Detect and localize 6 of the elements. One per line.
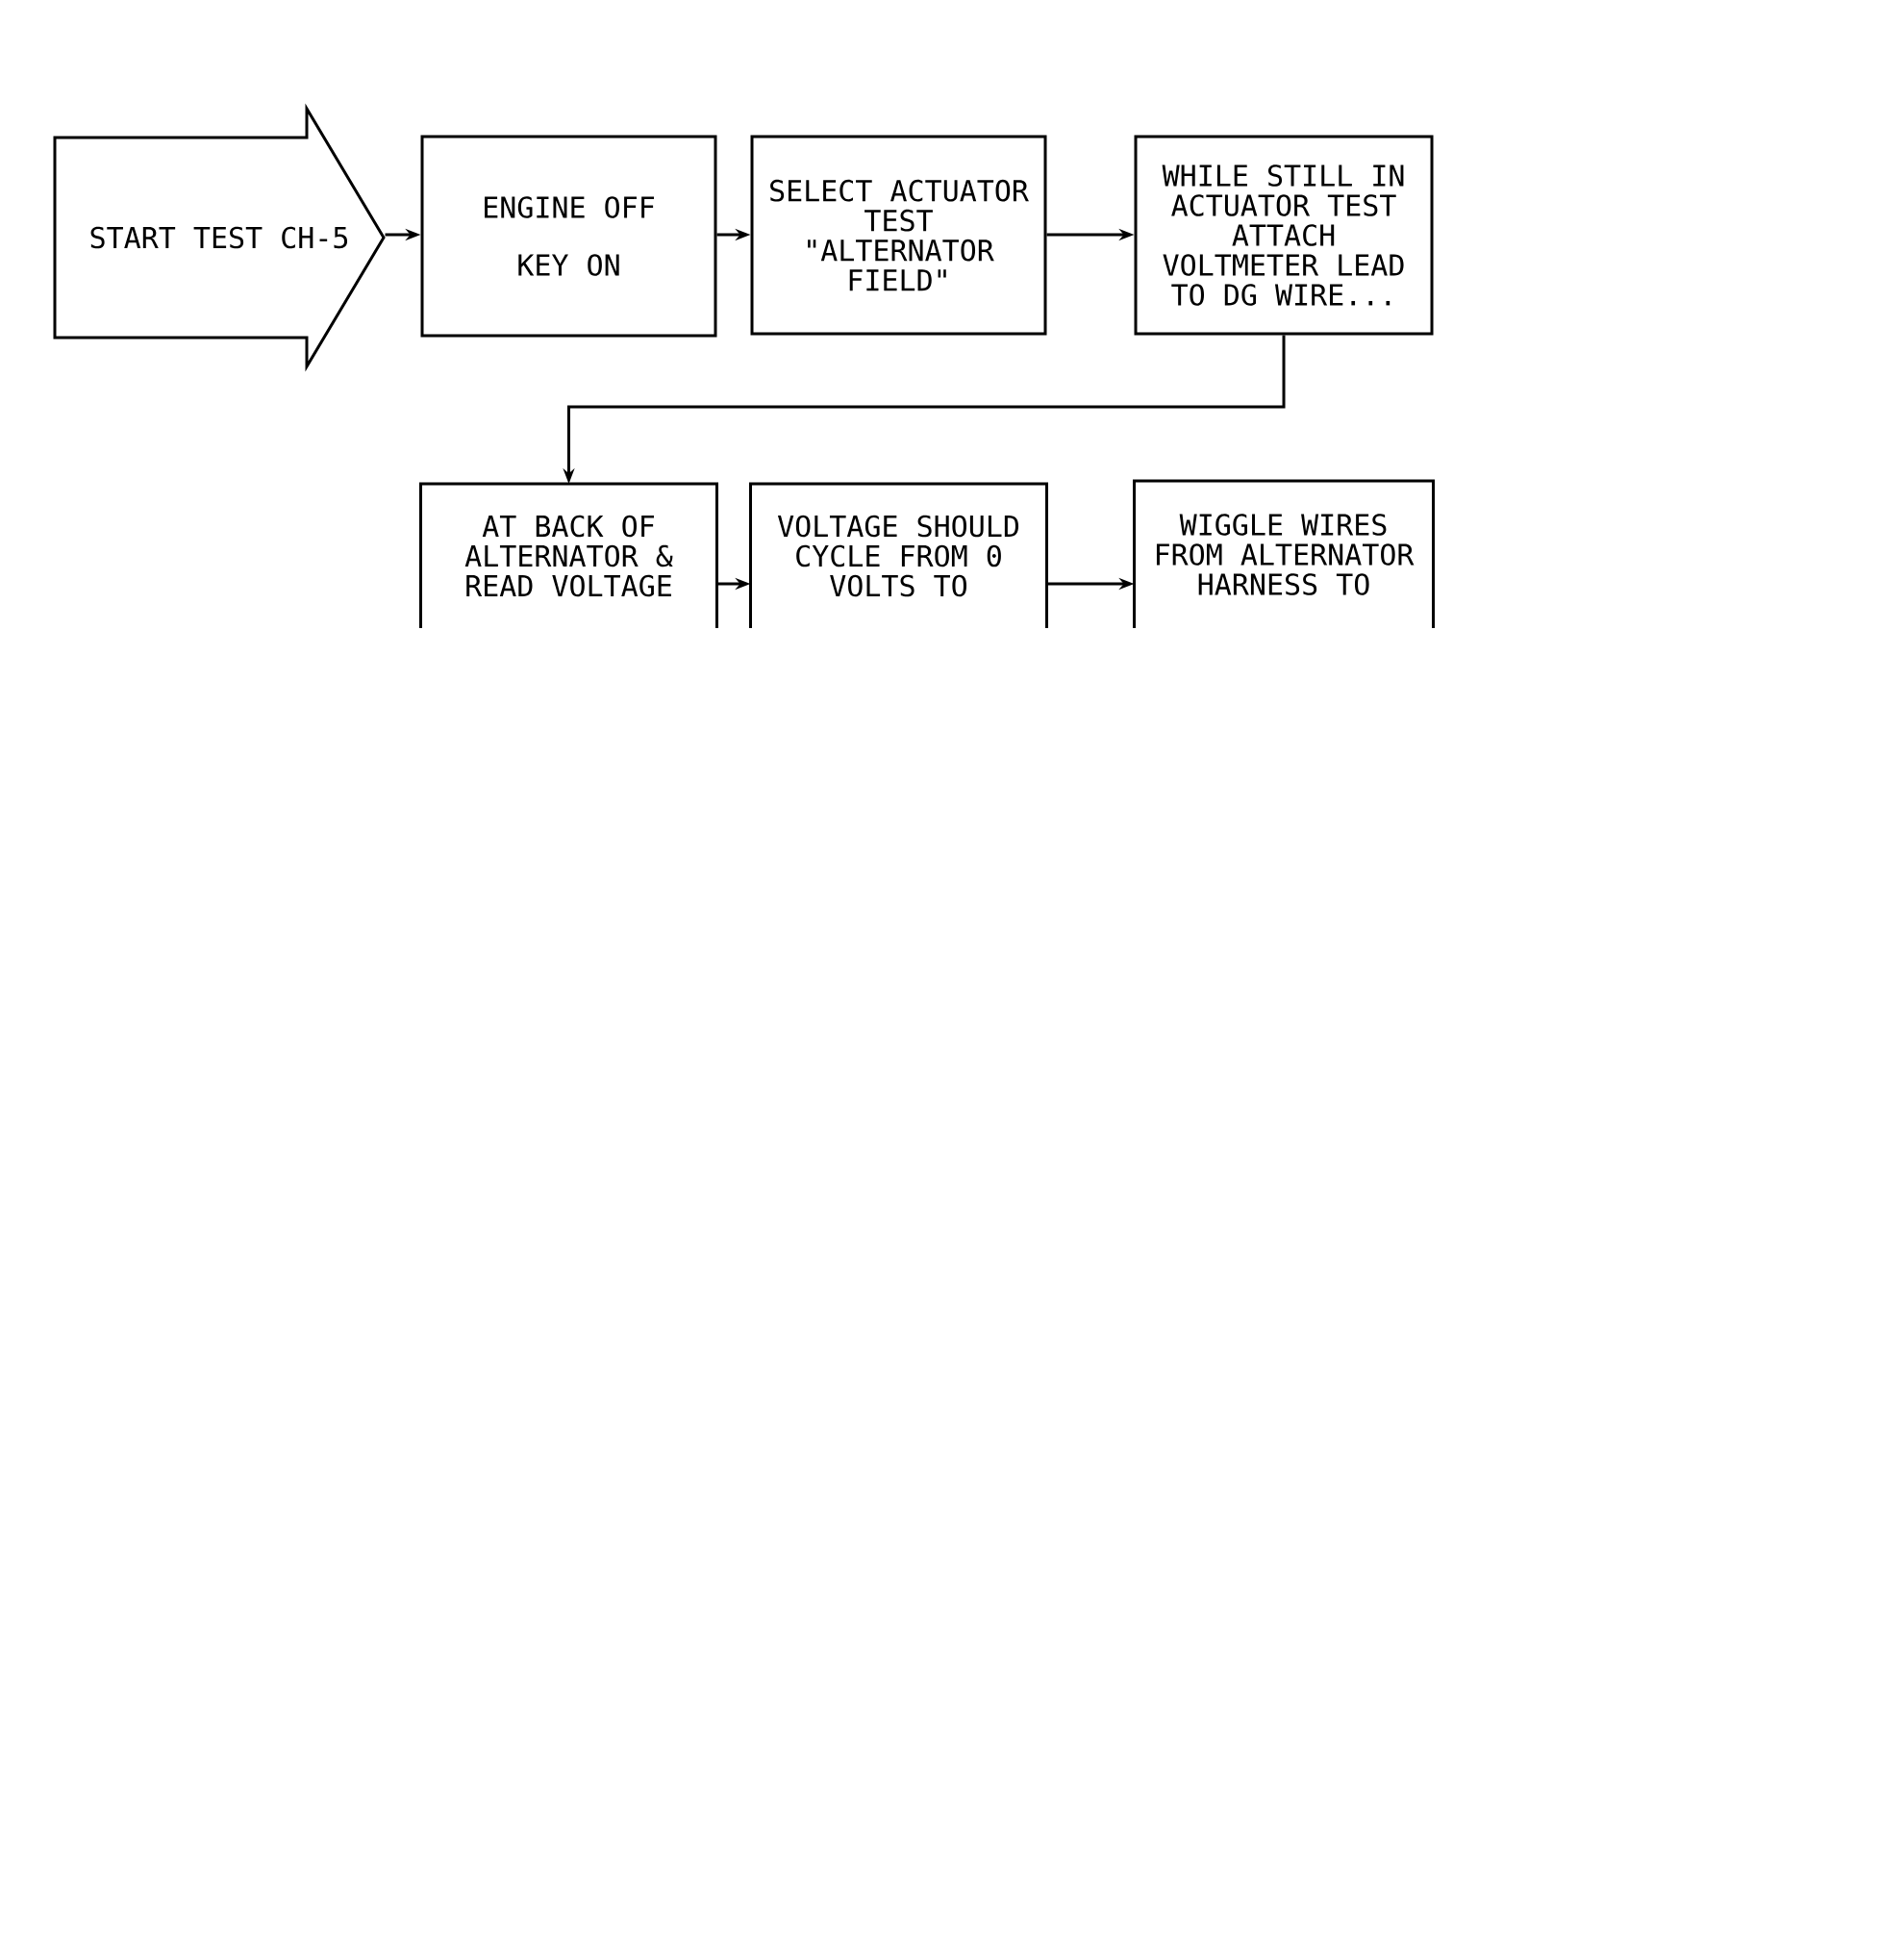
process-box: SELECT ACTUATOR TEST "ALTERNATOR FIELD" (750, 135, 1047, 336)
process-box: WIGGLE WIRES FROM ALTERNATOR HARNESS TO (1133, 479, 1435, 628)
process-box: WHILE STILL IN ACTUATOR TEST ATTACH VOLTMETER LEAD TO DG WIRE... (1134, 135, 1434, 336)
process-box: AT BACK OF ALTERNATOR & READ VOLTAGE (419, 482, 718, 628)
process-box: ENGINE OFF KEY ON (420, 135, 717, 338)
process-box: VOLTAGE SHOULD CYCLE FROM 0 VOLTS TO (749, 482, 1048, 628)
